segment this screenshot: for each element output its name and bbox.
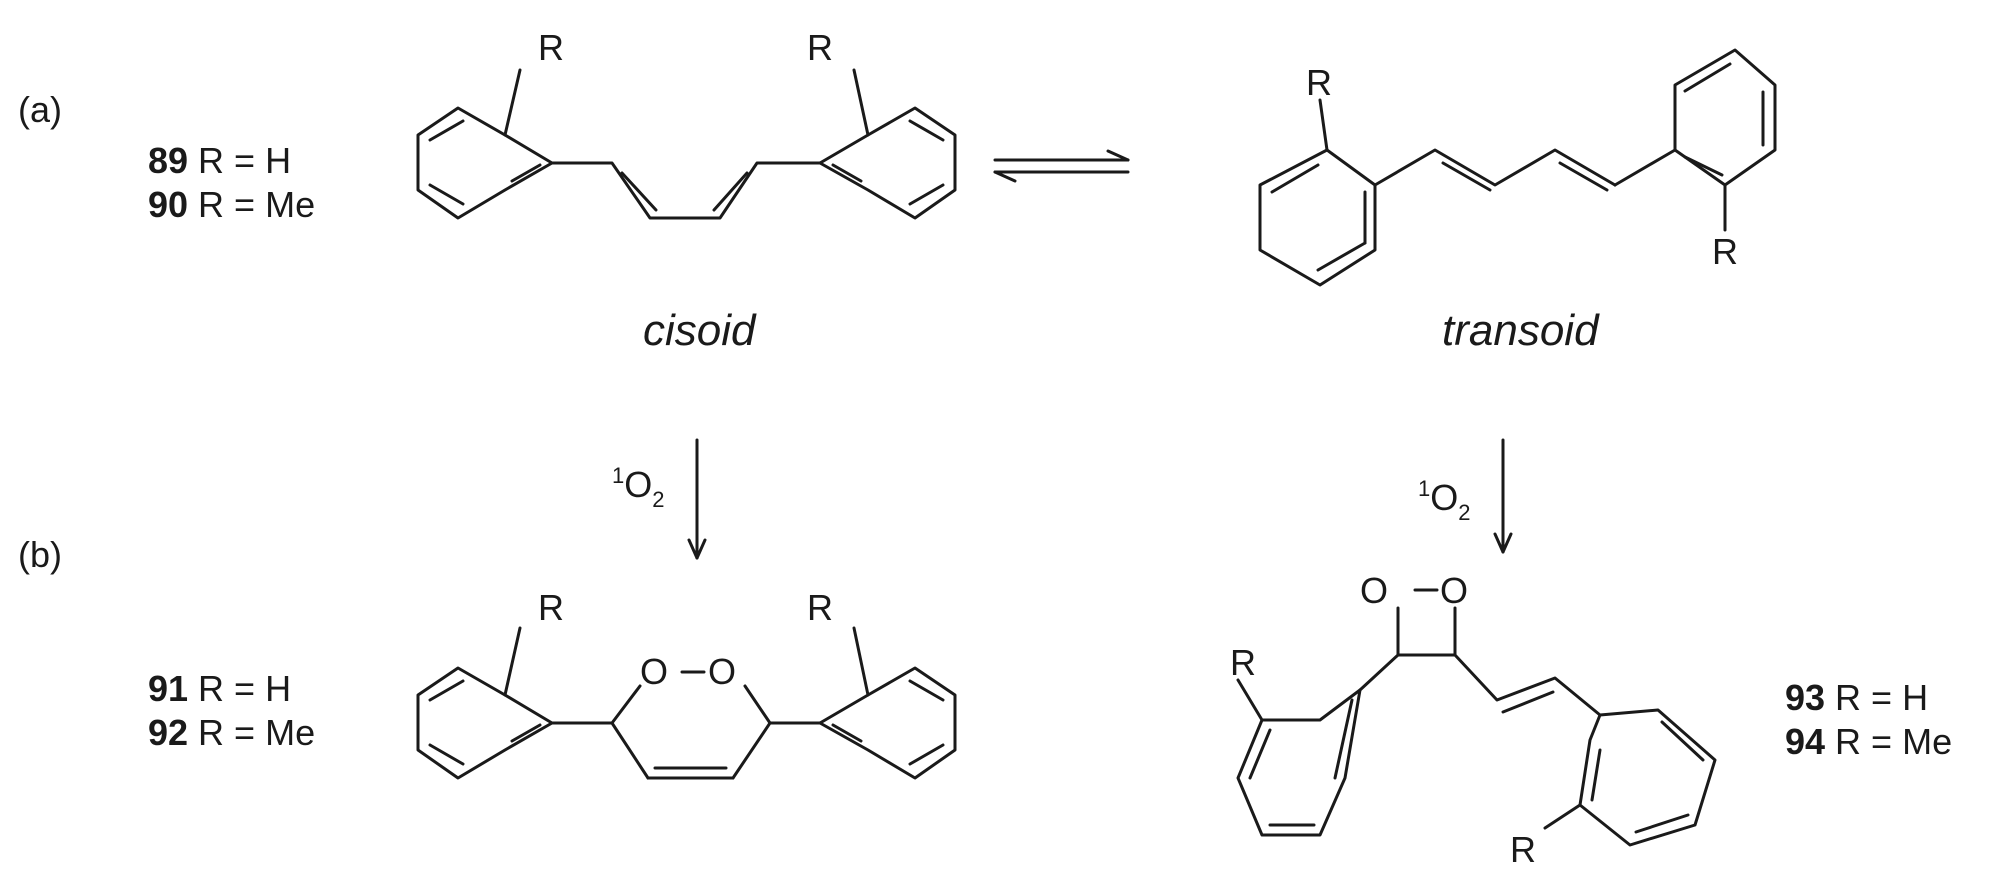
atom-r-93-left: R [1230, 642, 1256, 683]
atom-r-89-right: R [807, 27, 833, 68]
compound-label-92: 92 R = Me [148, 712, 315, 753]
reaction-arrow-left [687, 438, 707, 560]
compound-label-89: 89 R = H [148, 140, 291, 181]
molecule-cisoid-diene [416, 68, 957, 220]
atom-r-transoid-right: R [1712, 231, 1738, 272]
atom-r-91-left: R [538, 587, 564, 628]
molecule-dioxetane [1236, 588, 1717, 847]
atom-r-89-left: R [538, 27, 564, 68]
atom-o-91-right: O [708, 651, 736, 692]
atom-r-93-right: R [1510, 829, 1536, 870]
reagent-label-right: 1O2 [1418, 476, 1471, 525]
panel-label-a: (a) [18, 89, 62, 130]
compound-label-94: 94 R = Me [1785, 721, 1952, 762]
atom-o-93-right: O [1440, 570, 1468, 611]
compound-label-93: 93 R = H [1785, 677, 1928, 718]
reagent-label-left: 1O2 [612, 463, 665, 512]
compound-label-90: 90 R = Me [148, 184, 315, 225]
atom-o-91-left: O [640, 651, 668, 692]
atom-r-91-right: R [807, 587, 833, 628]
cisoid-caption: cisoid [643, 306, 757, 355]
atom-o-93-left: O [1360, 570, 1388, 611]
compound-label-91: 91 R = H [148, 668, 291, 709]
panel-label-b: (b) [18, 534, 62, 575]
transoid-caption: transoid [1442, 306, 1600, 355]
reaction-arrow-right [1493, 438, 1513, 554]
molecule-transoid-diene [1258, 48, 1777, 287]
equilibrium-arrows [993, 149, 1130, 183]
molecule-endoperoxide [416, 626, 957, 780]
atom-r-transoid-left: R [1306, 62, 1332, 103]
